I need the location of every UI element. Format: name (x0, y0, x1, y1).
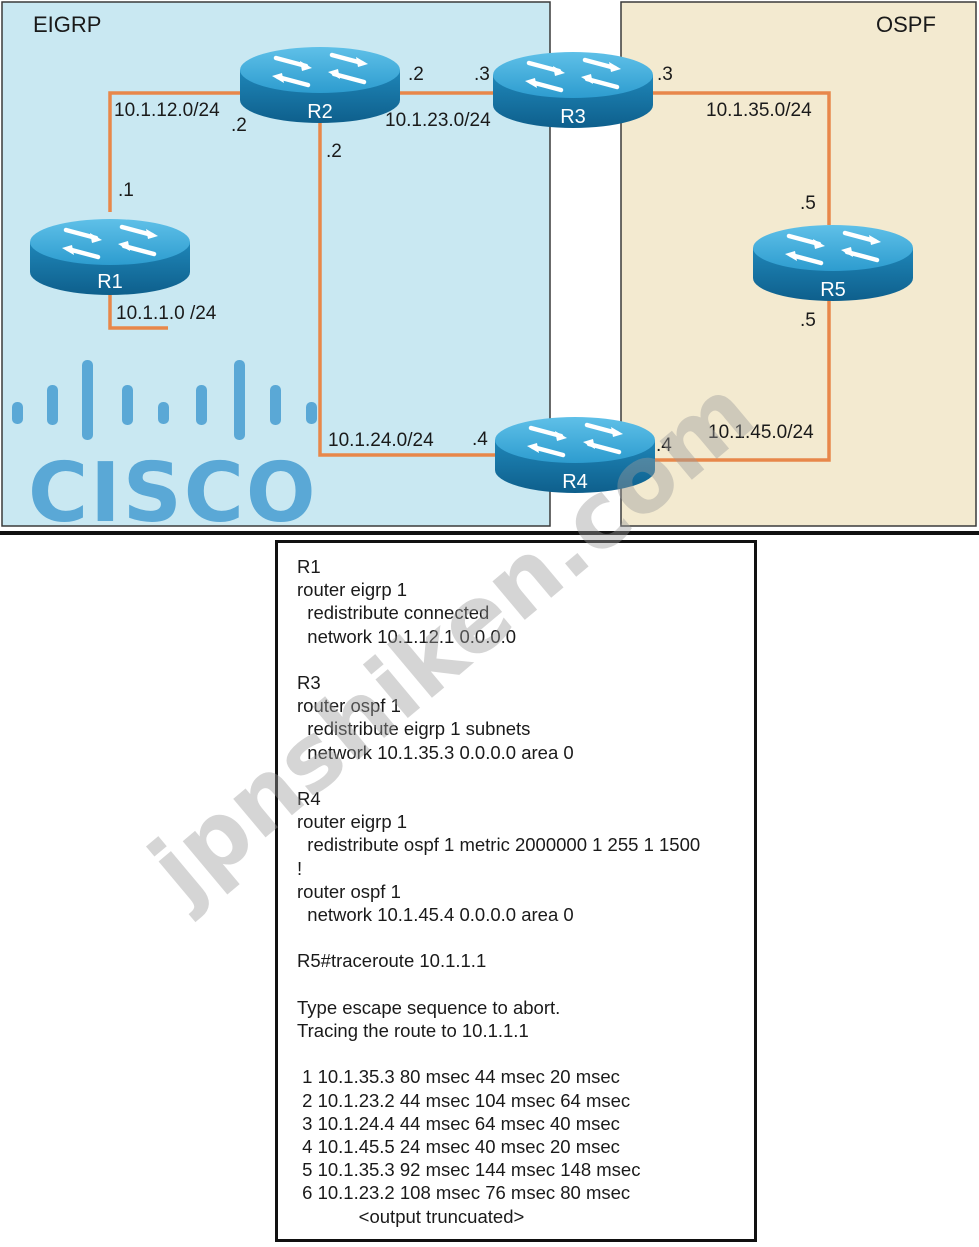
interface-label-r2-to-r3: .2 (408, 64, 424, 85)
subnet-label-r3-r5: 10.1.35.0/24 (706, 100, 812, 121)
interface-label-r4-to-r5: .4 (656, 435, 672, 456)
interface-label-r2-to-r1: .2 (231, 115, 247, 136)
subnet-label-r1-r2: 10.1.12.0/24 (114, 100, 220, 121)
interface-label-r5-to-r3: .5 (800, 193, 816, 214)
config-output-text: R1 router eigrp 1 redistribute connected… (297, 556, 701, 1227)
cisco-logo: CISCO (12, 360, 318, 536)
interface-label-r2-to-r4: .2 (326, 141, 342, 162)
link-r5-r4 (650, 290, 831, 462)
config-output-panel: R1 router eigrp 1 redistribute connected… (275, 540, 757, 1242)
link-r1-lan (108, 290, 168, 330)
subnet-label-r2-r4: 10.1.24.0/24 (328, 430, 434, 451)
router-label: R1 (97, 271, 123, 293)
router-r1[interactable]: R1 (30, 219, 190, 295)
router-r5[interactable]: R5 (753, 225, 913, 301)
subnet-label-r1-lan: 10.1.1.0 /24 (116, 303, 217, 324)
router-r4[interactable]: R4 (495, 417, 655, 493)
link-r2-r4 (318, 120, 500, 457)
router-r3[interactable]: R3 (493, 52, 653, 128)
subnet-label-r4-r5: 10.1.45.0/24 (708, 422, 814, 443)
cisco-logo-bars-icon (12, 360, 317, 440)
interface-label-r1-to-r2: .1 (118, 180, 134, 201)
router-label: R2 (307, 101, 333, 123)
router-r2[interactable]: R2 (240, 47, 400, 123)
eigrp-zone-label: EIGRP (33, 12, 101, 37)
router-label: R4 (562, 471, 588, 493)
cisco-logo-text: CISCO (28, 446, 318, 536)
router-label: R3 (560, 106, 586, 128)
interface-label-r4-to-r2: .4 (472, 429, 488, 450)
interface-label-r3-to-r5: .3 (657, 64, 673, 85)
link-r1-r2 (108, 91, 248, 212)
interface-label-r3-to-r2: .3 (474, 64, 490, 85)
ospf-zone-label: OSPF (876, 12, 936, 37)
network-topology-diagram: EIGRP OSPF CISCO R2 R3 R1 (0, 1, 979, 536)
link-r3-r5 (650, 91, 831, 225)
router-label: R5 (820, 279, 846, 301)
interface-label-r5-to-r4: .5 (800, 310, 816, 331)
subnet-label-r2-r3: 10.1.23.0/24 (385, 110, 491, 131)
